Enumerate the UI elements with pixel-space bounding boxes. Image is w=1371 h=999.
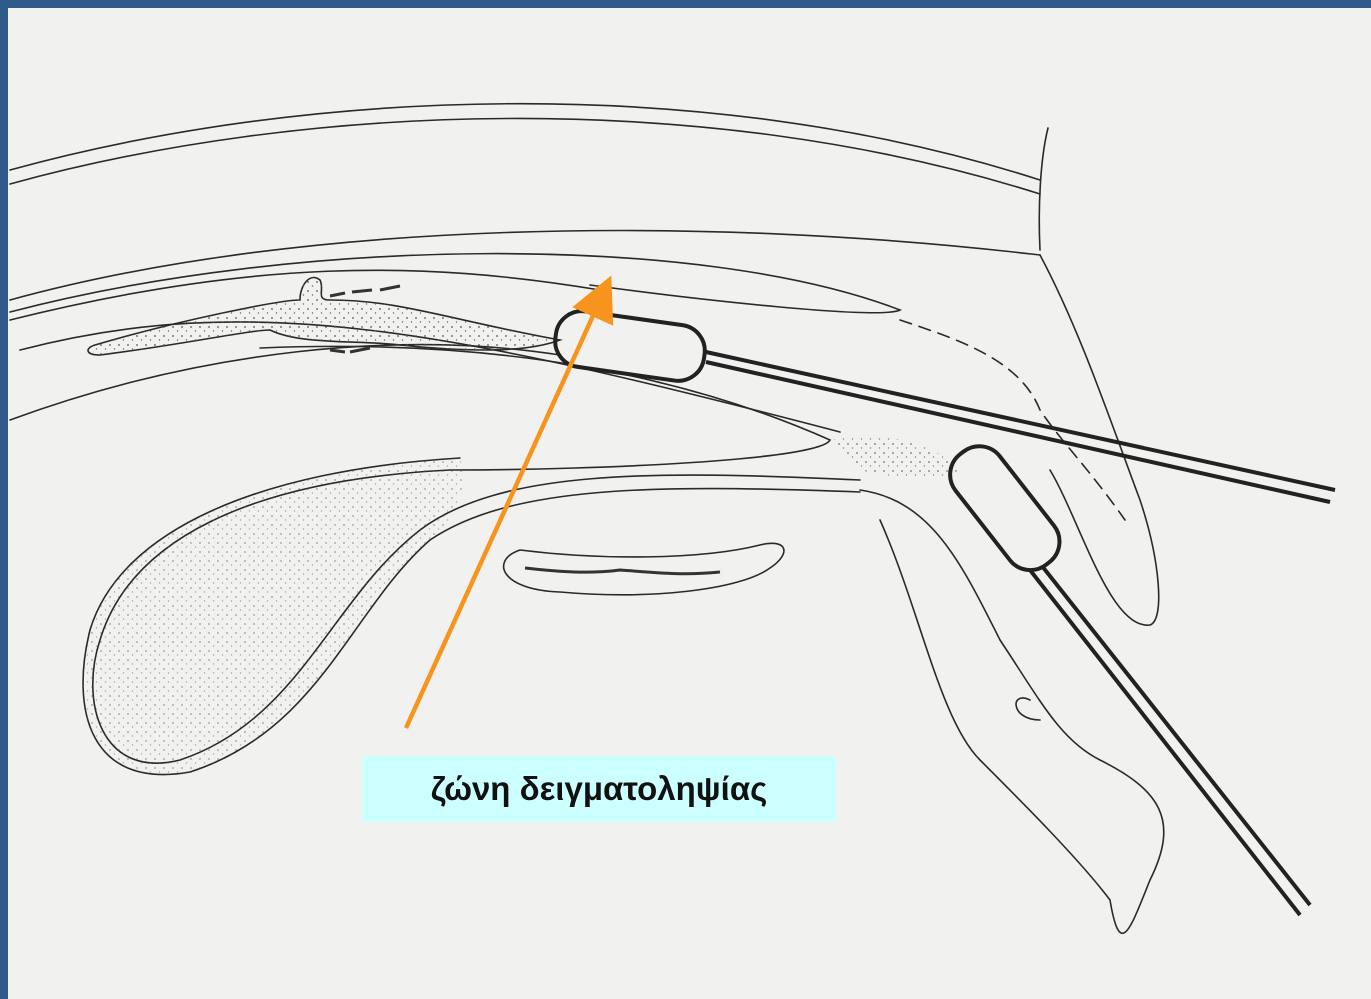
fornix-stipple [830, 436, 960, 477]
mucus-dash-5 [350, 348, 370, 352]
upper-wall-line-1 [10, 231, 1040, 300]
upper-wall-line-2 [10, 254, 900, 313]
lower-outline [860, 490, 1164, 933]
outer-wall-line-1 [10, 104, 1040, 180]
canal-floor-line-1 [10, 345, 560, 420]
lower-outline-fold [1016, 698, 1040, 720]
outer-wall-line-2 [10, 118, 1040, 194]
body-edge-line [1039, 128, 1048, 250]
mucus-dash-2 [352, 290, 372, 292]
sampling-zone-label-box: ζώνη δειγματοληψίας [362, 756, 836, 822]
swab-lower [940, 436, 1310, 915]
mucus-dash-3 [380, 286, 400, 290]
sampling-zone-label: ζώνη δειγματοληψίας [431, 770, 768, 808]
mucus-dash-1 [330, 293, 345, 296]
mucus-dash-4 [330, 350, 345, 352]
lumen-content-squiggle [525, 568, 720, 574]
